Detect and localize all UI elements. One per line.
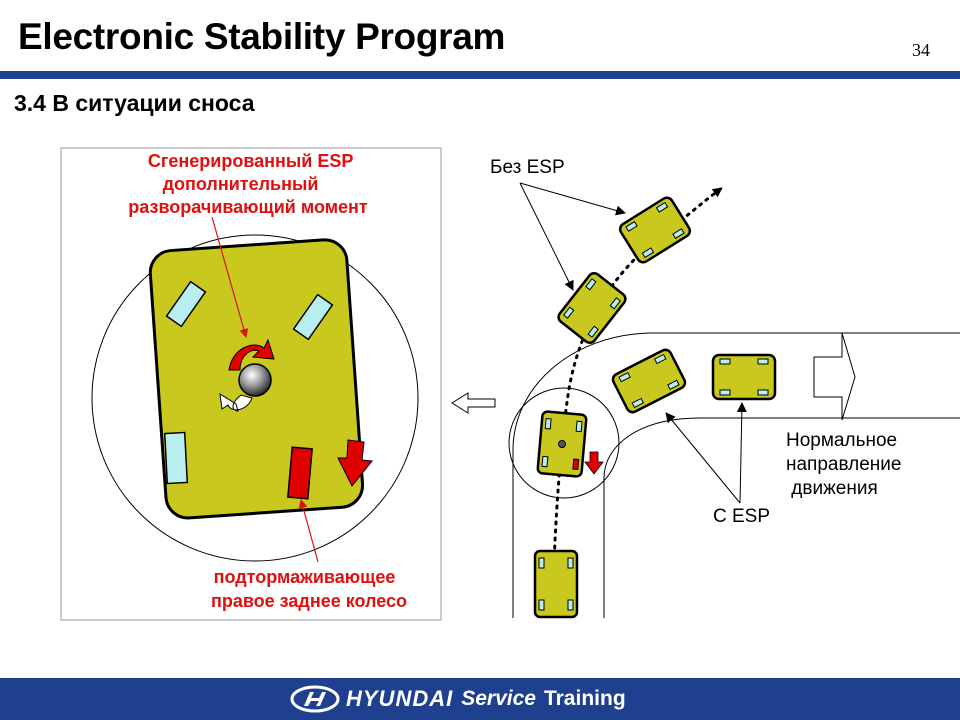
rotation-circle [91, 234, 419, 562]
car-in-zoom [536, 410, 588, 478]
car-without-esp-1 [557, 271, 627, 345]
front-left-wheel-window [165, 280, 207, 328]
brand-name: HYUNDAI [346, 686, 454, 711]
esp-moment-arrow [228, 338, 275, 371]
brand-training: Training [543, 687, 626, 710]
footer-branding: HYUNDAI Service Training [290, 684, 626, 714]
label-without-esp: Без ESP [490, 157, 565, 178]
pointer-without-esp-2 [519, 182, 574, 291]
slide-title: Electronic Stability Program [18, 16, 506, 57]
road [512, 332, 960, 618]
section-subtitle: 3.4 В ситуации сноса [14, 90, 255, 116]
rear-right-brake-wheel [287, 446, 313, 500]
title-divider [0, 71, 960, 79]
rear-left-wheel-window [163, 431, 189, 485]
yaw-center-hub [238, 363, 272, 397]
front-right-wheel-window [292, 293, 334, 341]
esp-moment-label: Сгенерированный ESP дополнительный разво… [128, 151, 368, 217]
brand-service: Service [461, 687, 536, 710]
zoom-panel: Сгенерированный ESP дополнительный разво… [60, 147, 442, 621]
car-with-esp-2 [711, 353, 777, 401]
label-normal-direction: Нормальное направление движения [786, 430, 901, 499]
car-with-esp-1 [611, 348, 687, 414]
natural-moment-arrow [219, 393, 253, 412]
page-number: 34 [912, 40, 930, 60]
zoom-link-arrow [451, 392, 496, 414]
normal-direction-arrow [813, 332, 856, 421]
car-start [533, 549, 579, 619]
footer-bar: HYUNDAI Service Training [0, 678, 960, 720]
brake-force-arrow [337, 439, 373, 487]
car-without-esp-2 [618, 196, 692, 264]
braking-pointer [298, 499, 319, 563]
pointer-with-esp-2 [736, 402, 747, 504]
road-inner-edge [603, 417, 960, 618]
hyundai-logo-icon [290, 685, 340, 713]
label-with-esp: С ESP [713, 506, 770, 527]
road-outer-edge [512, 332, 960, 618]
pointer-without-esp-1 [519, 182, 626, 216]
esp-moment-pointer [211, 216, 249, 338]
zoom-focus-circle [508, 387, 620, 499]
braking-label: подтормаживающее правое заднее колесо [211, 567, 407, 611]
small-brake-arrow [584, 451, 604, 475]
pointer-with-esp-1 [665, 412, 741, 504]
